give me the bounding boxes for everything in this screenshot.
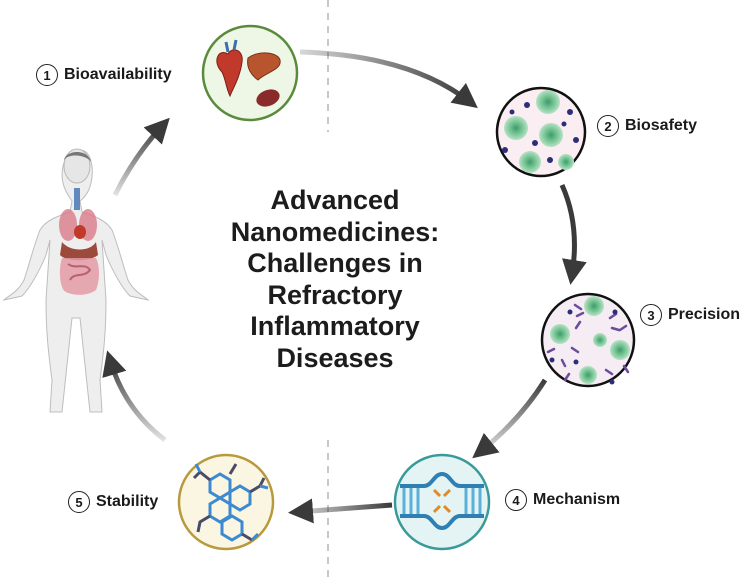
organs-icon-ring — [201, 24, 299, 122]
step-2-circle — [495, 86, 587, 178]
step-label-stability: 5 Stability — [68, 491, 158, 513]
title-line: Challenges in — [247, 248, 423, 278]
organs-icon — [216, 39, 281, 107]
title-line: Diseases — [276, 342, 394, 373]
title-line: Refractory — [267, 279, 403, 310]
diagram-title: Advanced Nanomedicines: Challenges in Re… — [220, 185, 450, 374]
title-line: Advanced — [270, 185, 400, 215]
step-label-mechanism: 4 Mechanism — [505, 489, 620, 511]
step-number-badge: 1 — [36, 64, 58, 86]
arrow-1-to-2 — [299, 49, 478, 109]
arrow-3-to-4 — [472, 378, 548, 459]
step-number-badge: 4 — [505, 489, 527, 511]
step-number-badge: 3 — [640, 304, 662, 326]
step-label-text: Mechanism — [533, 491, 621, 508]
step-label-text: Precision — [668, 306, 741, 323]
step-5-circle — [177, 453, 275, 551]
dna-icon — [400, 471, 484, 531]
arrow-2-to-3 — [559, 183, 587, 285]
step-number-badge: 5 — [68, 491, 90, 513]
step-label-text: Stability — [96, 493, 159, 510]
molecular-structure-icon — [192, 463, 269, 542]
arrow-figure-to-1 — [112, 117, 170, 197]
title-line: Inflammatory — [250, 311, 420, 341]
step-3-circle — [540, 292, 636, 388]
arrow-5-to-figure — [102, 350, 167, 442]
step-4-circle — [393, 453, 491, 551]
step-label-bioavailability: 1 Bioavailability — [36, 64, 172, 86]
step-1-circle — [201, 24, 299, 122]
title-line: Nanomedicines: — [230, 216, 440, 247]
step-number-badge: 2 — [597, 115, 619, 137]
step-label-precision: 3 Precision — [640, 304, 740, 326]
receptor-binding-icon — [546, 296, 630, 385]
cells-particles-icon — [502, 90, 579, 173]
arrow-4-to-5 — [288, 498, 393, 524]
human-body-icon — [2, 148, 150, 413]
step-label-text: Biosafety — [625, 117, 698, 134]
step-label-text: Bioavailability — [64, 66, 172, 83]
step-label-biosafety: 2 Biosafety — [597, 115, 697, 137]
